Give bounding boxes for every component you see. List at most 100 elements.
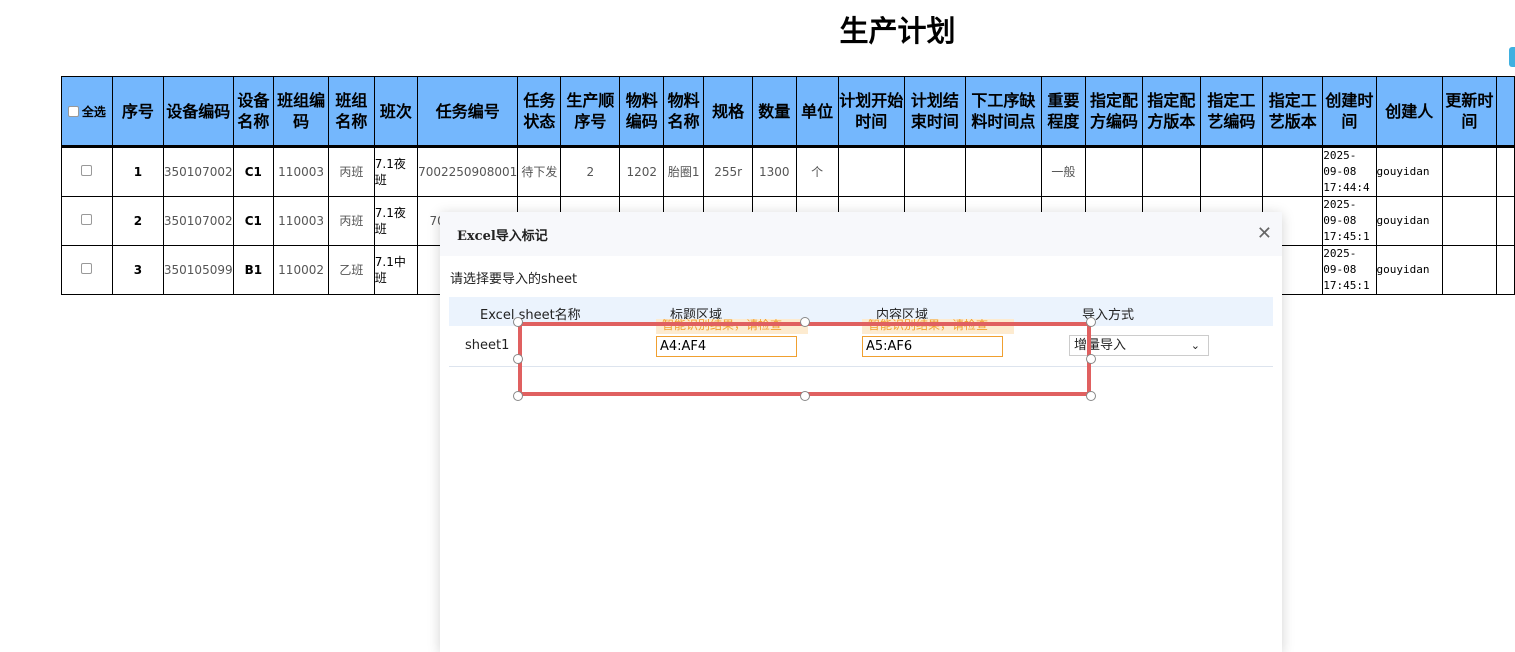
page-title: 生产计划 bbox=[839, 14, 956, 48]
dialog-title: Excel导入标记 bbox=[440, 212, 1282, 256]
table-cell: 3 bbox=[111, 245, 164, 295]
table-cell: gouyidan bbox=[1375, 146, 1444, 197]
table-cell: 350107002 bbox=[162, 196, 234, 246]
column-header: 任务状态 bbox=[517, 76, 562, 148]
column-header: 重要程度 bbox=[1041, 76, 1086, 148]
production-plan-table: 全选序号设备编码设备名称班组编码班组名称班次任务编号任务状态生产顺序号物料编码物… bbox=[61, 76, 1515, 295]
column-header: 设备编码 bbox=[162, 76, 234, 148]
column-header: 计划结束时间 bbox=[903, 76, 966, 148]
table-cell: 一般 bbox=[1041, 146, 1086, 197]
table-cell: 2 bbox=[111, 196, 164, 246]
table-cell: 2025-09-08 17:44:4 bbox=[1322, 146, 1377, 197]
select-all-checkbox[interactable] bbox=[67, 105, 79, 117]
resize-handle[interactable] bbox=[1086, 354, 1096, 364]
resize-handle[interactable] bbox=[513, 354, 523, 364]
column-header: 序号 bbox=[111, 76, 164, 148]
column-header: 创建人 bbox=[1375, 76, 1444, 148]
table-cell: 2 bbox=[560, 146, 621, 197]
table-cell: 胎圈1 bbox=[663, 146, 705, 197]
table-cell: 7.1夜班 bbox=[373, 146, 419, 197]
column-header: 班组编码 bbox=[273, 76, 330, 148]
table-cell: C1 bbox=[232, 146, 275, 197]
table-cell: 1 bbox=[111, 146, 164, 197]
table-cell: 350107002 bbox=[162, 146, 234, 197]
column-header: 单位 bbox=[795, 76, 839, 148]
resize-handle[interactable] bbox=[1086, 317, 1096, 327]
table-cell bbox=[1142, 146, 1201, 197]
col-sheet-name: Excel sheet名称 bbox=[480, 308, 581, 323]
table-cell: 2025-09-08 17:45:1 bbox=[1322, 245, 1377, 295]
table-cell: 个 bbox=[795, 146, 839, 197]
column-header: 物料编码 bbox=[619, 76, 665, 148]
content-range-hint: 智能识别结果，请检查 bbox=[862, 319, 1014, 334]
table-cell bbox=[1084, 146, 1144, 197]
content-range-input[interactable]: A5:AF6 bbox=[862, 336, 1003, 357]
table-cell: 350105099 bbox=[162, 245, 234, 295]
import-mode-value: 增量导入 bbox=[1074, 338, 1127, 353]
column-header bbox=[1495, 76, 1515, 148]
column-header: 设备名称 bbox=[232, 76, 275, 148]
table-cell: 乙班 bbox=[328, 245, 375, 295]
import-mode-select[interactable]: 增量导入 ⌄ bbox=[1069, 335, 1209, 356]
table-cell bbox=[964, 146, 1043, 197]
excel-import-dialog: Excel导入标记 ✕ 请选择要导入的sheet Excel sheet名称 标… bbox=[440, 212, 1282, 652]
resize-handle[interactable] bbox=[513, 391, 523, 401]
table-cell: 1202 bbox=[619, 146, 665, 197]
column-header: 更新时间 bbox=[1442, 76, 1497, 148]
table-cell: C1 bbox=[232, 196, 275, 246]
row-checkbox-cell[interactable] bbox=[61, 146, 113, 197]
column-header: 物料名称 bbox=[663, 76, 705, 148]
column-header: 创建时间 bbox=[1322, 76, 1377, 148]
chevron-down-icon: ⌄ bbox=[1190, 339, 1200, 352]
toolbar-button[interactable] bbox=[1509, 47, 1515, 67]
column-header: 下工序缺料时间点 bbox=[964, 76, 1043, 148]
table-cell bbox=[1442, 196, 1497, 246]
column-header: 规格 bbox=[703, 76, 753, 148]
table-cell: 丙班 bbox=[328, 196, 375, 246]
column-header: 指定配方编码 bbox=[1084, 76, 1144, 148]
table-cell: 1300 bbox=[752, 146, 797, 197]
column-header: 生产顺序号 bbox=[560, 76, 621, 148]
table-cell bbox=[1495, 196, 1515, 246]
table-cell bbox=[1442, 245, 1497, 295]
table-cell bbox=[903, 146, 966, 197]
table-cell: gouyidan bbox=[1375, 196, 1444, 246]
table-cell bbox=[1495, 146, 1515, 197]
column-header: 指定工艺版本 bbox=[1262, 76, 1324, 148]
select-all-header[interactable]: 全选 bbox=[61, 76, 113, 148]
dialog-prompt: 请选择要导入的sheet bbox=[450, 272, 578, 287]
column-header: 数量 bbox=[752, 76, 797, 148]
row-checkbox[interactable] bbox=[81, 263, 93, 274]
sheet-row: sheet1 智能识别结果，请检查 A4:AF4 智能识别结果，请检查 A5:A… bbox=[449, 319, 1273, 367]
close-icon[interactable]: ✕ bbox=[1256, 223, 1272, 244]
column-header: 班次 bbox=[373, 76, 419, 148]
table-cell: 待下发 bbox=[517, 146, 562, 197]
table-cell: 7.1夜班 bbox=[373, 196, 419, 246]
title-range-input[interactable]: A4:AF4 bbox=[656, 336, 797, 357]
table-cell: 2025-09-08 17:45:1 bbox=[1322, 196, 1377, 246]
table-cell bbox=[1495, 245, 1515, 295]
column-header: 任务编号 bbox=[417, 76, 519, 148]
table-cell: B1 bbox=[232, 245, 275, 295]
row-checkbox-cell[interactable] bbox=[61, 245, 113, 295]
sheet-table-header: Excel sheet名称 标题区域 内容区域 导入方式 bbox=[449, 297, 1273, 326]
table-cell bbox=[837, 146, 905, 197]
table-cell bbox=[1442, 146, 1497, 197]
row-checkbox-cell[interactable] bbox=[61, 196, 113, 246]
resize-handle[interactable] bbox=[513, 317, 523, 327]
column-header: 指定配方版本 bbox=[1142, 76, 1201, 148]
title-range-hint: 智能识别结果，请检查 bbox=[656, 319, 808, 334]
select-all-label: 全选 bbox=[81, 104, 106, 119]
resize-handle[interactable] bbox=[800, 391, 810, 401]
table-cell: 255r bbox=[703, 146, 753, 197]
table-cell: 110003 bbox=[273, 196, 330, 246]
row-checkbox[interactable] bbox=[81, 214, 93, 225]
table-cell: 7002250908001 bbox=[417, 146, 519, 197]
resize-handle[interactable] bbox=[1086, 391, 1096, 401]
column-header: 计划开始时间 bbox=[837, 76, 905, 148]
resize-handle[interactable] bbox=[800, 317, 810, 327]
row-checkbox[interactable] bbox=[81, 165, 93, 176]
column-header: 指定工艺编码 bbox=[1199, 76, 1264, 148]
table-cell bbox=[1199, 146, 1264, 197]
